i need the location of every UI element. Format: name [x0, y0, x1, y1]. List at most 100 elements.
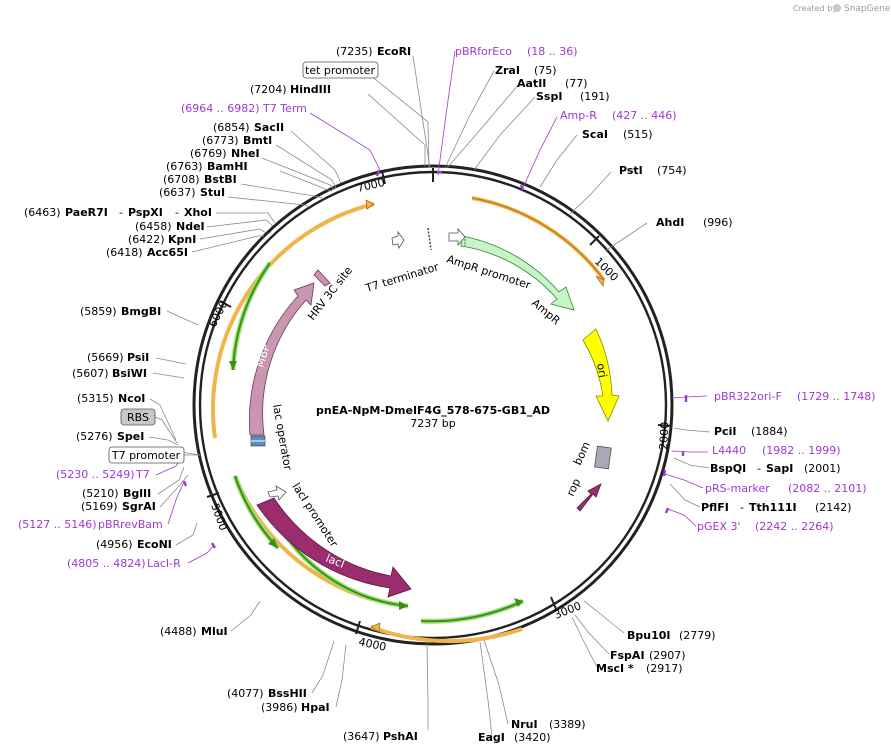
ruler-label-5000: 5000 [208, 502, 230, 533]
site-ahdi-name: AhdI [656, 216, 684, 229]
site-pflfi-dash: - [740, 501, 744, 514]
site-spei-pos: (5276) [76, 430, 113, 443]
site-kpni-pos: (6422) [128, 233, 165, 246]
leader-psti [569, 171, 612, 215]
orf-arc-inner-1-arrow [229, 361, 237, 370]
leader-pbrrevbam [167, 481, 185, 525]
leader-rbs [154, 416, 178, 444]
primer-prs-name: pRS-marker [705, 482, 770, 495]
site-aatii-name: AatII [517, 77, 546, 90]
leader-pgex [667, 508, 697, 527]
leader-l4440 [671, 450, 708, 453]
primer-mark-prs [662, 469, 667, 477]
label-t7-terminator: T7 terminator [363, 260, 441, 295]
label-rop: rop [564, 476, 583, 498]
primer-pgex-name: pGEX 3' [697, 520, 741, 533]
plasmid-name: pnEA-NpM-DmeIF4G_578-675-GB1_AD [316, 404, 550, 417]
site-zrai-pos: (75) [534, 64, 557, 77]
orf-arc-inner-1 [232, 262, 271, 371]
rop-feature [576, 483, 602, 512]
site-sspi-name: SspI [536, 90, 562, 103]
site-ncoi-pos: (5315) [77, 392, 114, 405]
leader-aatii [446, 83, 520, 169]
primer-pgex-range: (2242 .. 2264) [755, 520, 834, 533]
site-nrui-pos: (3389) [549, 718, 586, 731]
site-acc65i-pos: (6418) [106, 246, 143, 259]
site-zrai-name: ZraI [495, 64, 520, 77]
site-bmgbi-name: BmgBI [121, 305, 161, 318]
site-msci-name: MscI * [596, 662, 634, 675]
primer-ampr-name: Amp-R [560, 109, 597, 122]
site-sspi-pos: (191) [580, 90, 610, 103]
site-bsshii-name: BssHII [268, 687, 307, 700]
site-scai-pos: (515) [623, 128, 653, 141]
site-pspxi-name: PspXI [128, 206, 163, 219]
site-pcii-pos: (1884) [751, 425, 788, 438]
tick-2000 [657, 424, 672, 427]
leader-ampr-primer [522, 116, 558, 189]
tick-7000 [381, 170, 386, 185]
site-bspqi-name: BspQI [710, 462, 746, 475]
site-pae-pos: (6463) [24, 206, 61, 219]
snapgene-logo-icon [833, 4, 841, 12]
ampr-promoter-dash [427, 227, 432, 251]
box-tet-promoter [302, 61, 379, 79]
leader-sgrai [159, 474, 189, 508]
orf-arc-inner-4 [420, 600, 524, 623]
orf-arc-mbp [211, 202, 375, 439]
site-bamhi-pos: (6763) [166, 160, 203, 173]
leader-pbrforeco [437, 50, 456, 176]
leader-prs [664, 473, 704, 489]
leader-nhei [261, 157, 335, 191]
site-sgrai-pos: (5169) [81, 500, 118, 513]
site-ndei-name: NdeI [176, 220, 205, 233]
label-ori: ori [594, 362, 609, 378]
leader-acc65i [191, 235, 264, 253]
leader-psii [155, 357, 187, 365]
primer-ampr-range: (427 .. 446) [612, 109, 677, 122]
leader-spei [148, 436, 179, 446]
ruler-label-7000: 7000 [356, 176, 386, 195]
primer-t7-range: (5230 .. 5249) [56, 468, 135, 481]
leader-sacii [290, 130, 342, 184]
leader-tet-promoter [369, 74, 430, 169]
site-sapi-name: SapI [766, 462, 793, 475]
primer-mark-laci-r [210, 542, 217, 549]
leader-pcii [673, 427, 711, 433]
site-spei-name: SpeI [117, 430, 144, 443]
primer-t7-name: T7 [135, 468, 150, 481]
leader-bsiwi [152, 372, 185, 379]
site-stui-name: StuI [200, 186, 225, 199]
site-acc65i-name: Acc65I [147, 246, 188, 259]
leader-pbr322ori [671, 395, 708, 399]
leader-ahdi [604, 222, 648, 252]
leader-laci-r [187, 544, 215, 564]
tick-6000 [219, 300, 232, 308]
tick-4000 [355, 620, 361, 635]
orf-arc-ampr-edge [471, 197, 605, 281]
primer-mark-pbrrevbam [182, 480, 188, 487]
site-ecori-pos: (7235) [336, 45, 373, 58]
primer-l4440-name: L4440 [712, 444, 746, 457]
site-ndei-pos: (6458) [135, 220, 172, 233]
ampr-promoter-arrow [448, 227, 466, 247]
ruler-label-6000: 6000 [206, 299, 230, 330]
leader-t7-promoter [179, 451, 201, 456]
site-tth111i-name: Tth111I [749, 501, 797, 514]
primer-mark-ampr [519, 184, 525, 191]
site-pae-name: PaeR7I [65, 206, 108, 219]
leader-t7term [309, 112, 381, 171]
mbp-feature [249, 282, 315, 436]
leader-ndei [206, 219, 274, 228]
leader-stui [227, 196, 311, 208]
site-psti-pos: (754) [657, 164, 687, 177]
site-pflfi-name: PflFI [701, 501, 729, 514]
leader-zrai [444, 70, 495, 169]
site-pcii-name: PciI [714, 425, 736, 438]
site-bsiwi-pos: (5607) [72, 367, 109, 380]
primer-pbr322ori-range: (1729 .. 1748) [797, 390, 876, 403]
site-hindiii-pos: (7204) [250, 83, 287, 96]
site-nrui-name: NruI [511, 718, 538, 731]
plasmid-length: 7237 bp [410, 417, 455, 430]
site-sgrai-name: SgrAI [122, 500, 156, 513]
